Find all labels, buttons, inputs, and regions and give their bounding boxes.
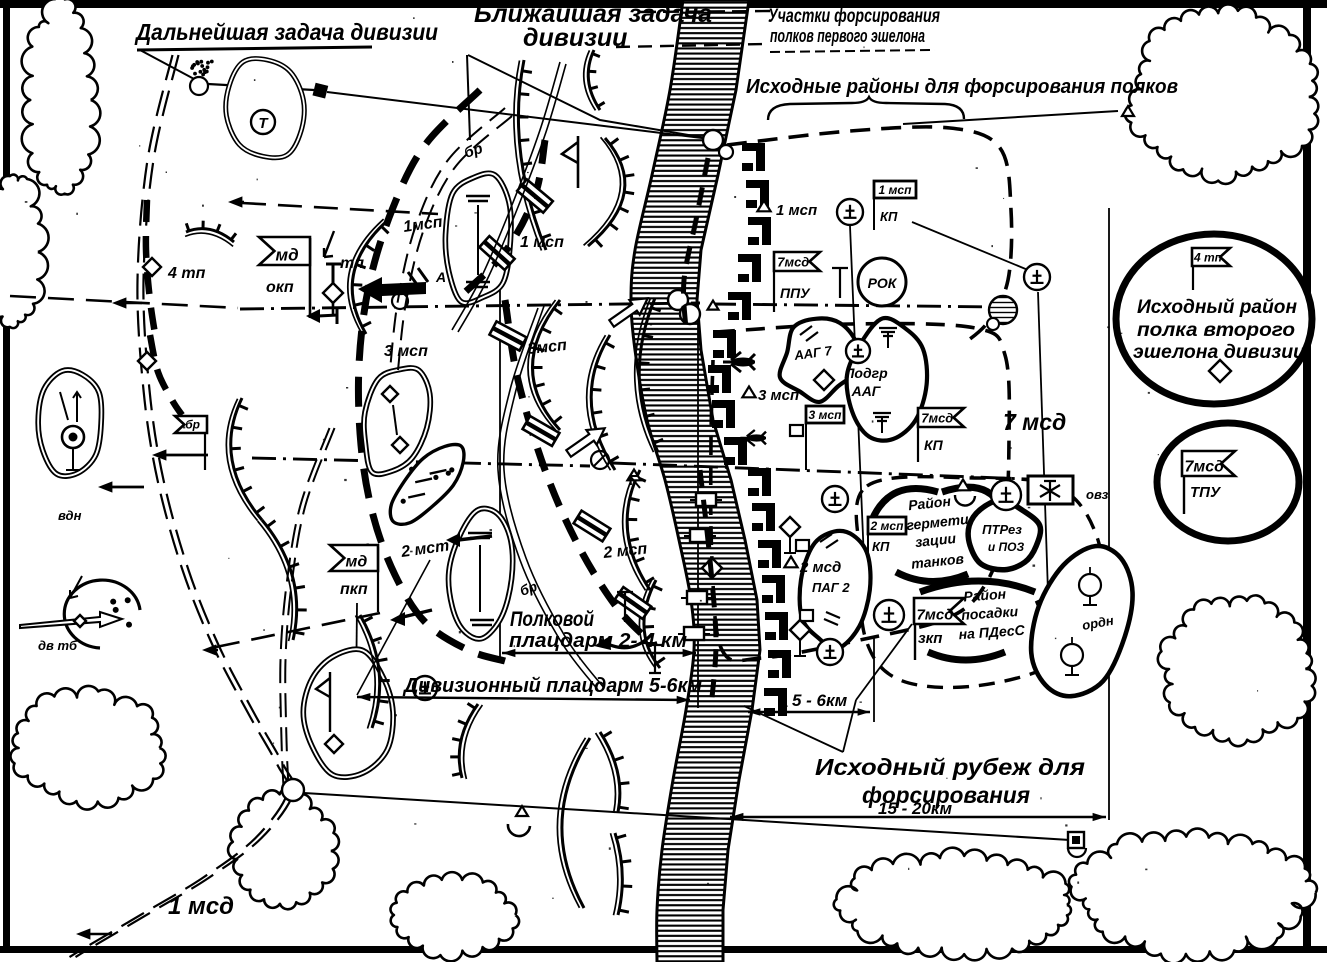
svg-text:Дальнейшая задача дивизии: Дальнейшая задача дивизии (134, 19, 438, 45)
svg-text:4 тп: 4 тп (1193, 251, 1223, 265)
svg-text:Ближайшая задача: Ближайшая задача (474, 0, 712, 28)
svg-text:А: А (435, 269, 446, 285)
svg-text:7 мсд: 7 мсд (1003, 409, 1066, 435)
svg-text:КП: КП (872, 539, 890, 554)
svg-text:5 - 6км: 5 - 6км (792, 691, 848, 710)
svg-text:форсирования: форсирования (862, 782, 1030, 808)
svg-text:Исходные районы для форсирован: Исходные районы для форсирования полков (746, 76, 1178, 98)
svg-text:пкп: пкп (340, 581, 368, 598)
svg-text:Дивизионный плацдарм 5-6км: Дивизионный плацдарм 5-6км (402, 674, 702, 697)
svg-text:2 мст: 2 мст (399, 537, 450, 561)
svg-text:на ПДесС: на ПДесС (958, 622, 1026, 643)
svg-text:полков первого эшелона: полков первого эшелона (770, 25, 925, 46)
svg-text:овз: овз (1086, 487, 1109, 502)
svg-text:7мсд: 7мсд (777, 255, 809, 270)
svg-text:Участки форсирования: Участки форсирования (768, 5, 940, 27)
svg-text:Исходный рубеж для: Исходный рубеж для (815, 754, 1085, 780)
svg-text:2 мсп: 2 мсп (602, 540, 649, 562)
svg-text:вдн: вдн (58, 508, 82, 523)
svg-text:Исходный район: Исходный район (1137, 297, 1298, 318)
svg-text:дивизии: дивизии (523, 24, 627, 52)
svg-text:7мсд: 7мсд (1185, 459, 1225, 476)
svg-text:бр: бр (518, 578, 540, 599)
svg-text:ПТРез: ПТРез (982, 522, 1022, 537)
svg-text:7мсд: 7мсд (916, 607, 953, 624)
svg-text:3мсп: 3мсп (527, 337, 568, 358)
svg-text:мд: мд (276, 246, 299, 265)
svg-text:мд: мд (346, 554, 368, 571)
svg-text:2 мсп: 2 мсп (870, 519, 905, 533)
svg-text:3 мсп: 3 мсп (758, 387, 799, 404)
svg-text:1 мсп: 1 мсп (879, 183, 913, 197)
svg-text:15 - 20км: 15 - 20км (878, 799, 953, 818)
svg-text:1 мсп: 1 мсп (520, 234, 564, 251)
svg-text:7мсд: 7мсд (921, 411, 953, 426)
svg-text:ППУ: ППУ (780, 285, 811, 301)
svg-text:тп: тп (340, 255, 364, 272)
svg-text:ААГ 7: ААГ 7 (792, 343, 833, 363)
svg-text:ордн: ордн (1081, 613, 1115, 633)
svg-text:зации: зации (914, 530, 957, 550)
svg-text:плацдарм 2- 4 км: плацдарм 2- 4 км (509, 630, 687, 652)
svg-text:танков: танков (910, 550, 965, 571)
svg-text:посадки: посадки (961, 603, 1019, 623)
svg-text:и ПОЗ: и ПОЗ (988, 540, 1025, 554)
svg-text:ПАГ 2: ПАГ 2 (812, 580, 850, 595)
svg-text:Полковой: Полковой (510, 608, 594, 631)
svg-text:КП: КП (924, 437, 944, 453)
svg-text:3 мсп: 3 мсп (809, 408, 843, 422)
svg-text:гермети: гермети (906, 511, 970, 533)
svg-text:1мсп: 1мсп (402, 214, 444, 236)
svg-text:Район: Район (907, 493, 952, 513)
svg-text:2 мсд: 2 мсд (799, 559, 841, 576)
svg-text:эшелона дивизии: эшелона дивизии (1133, 342, 1305, 363)
svg-text:Район: Район (963, 586, 1007, 605)
svg-text:окп: окп (266, 279, 294, 296)
svg-text:Подгр: Подгр (844, 365, 888, 381)
svg-text:бр: бр (462, 140, 485, 162)
svg-text:3 мсп: 3 мсп (384, 343, 428, 360)
svg-text:РОК: РОК (868, 275, 898, 291)
svg-text:бр: бр (185, 418, 200, 432)
svg-text:ААГ: ААГ (851, 383, 882, 399)
svg-text:дв тб: дв тб (38, 638, 78, 653)
svg-text:4 тп: 4 тп (167, 265, 206, 282)
svg-text:Т: Т (258, 115, 269, 132)
svg-text:1 мсд: 1 мсд (168, 893, 234, 920)
svg-text:ТПУ: ТПУ (1190, 484, 1222, 501)
svg-text:КП: КП (880, 209, 898, 224)
svg-text:зкп: зкп (918, 630, 942, 647)
svg-text:полка второго: полка второго (1137, 320, 1295, 341)
svg-text:1 мсп: 1 мсп (776, 202, 817, 219)
